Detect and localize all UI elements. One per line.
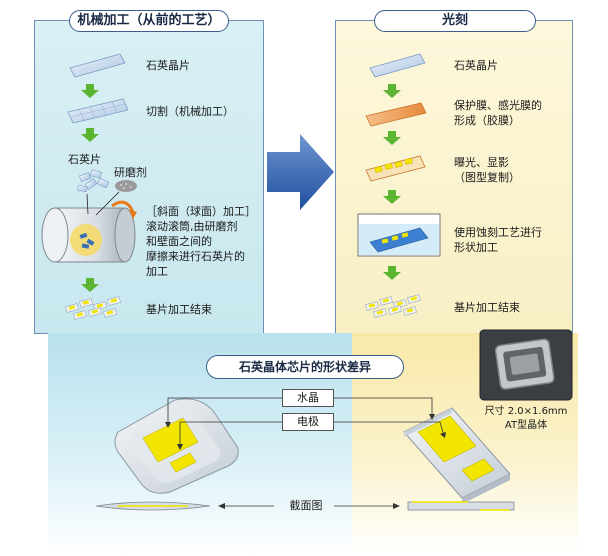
left-step-bevel-line4: 摩擦来进行石英片的 (146, 250, 245, 263)
photolithography-panel-title: 光刻 (374, 10, 536, 32)
abrasive-icon (115, 180, 137, 192)
right-step-film-line2: 形成（胶膜） (454, 114, 520, 127)
mechanical-panel-title: 机械加工（从前的工艺） (69, 10, 229, 32)
left-label-abrasive: 研磨剂 (114, 166, 147, 179)
finished-blanks-icon (65, 296, 121, 320)
left-step-cutting: 切割（机械加工） (146, 105, 234, 118)
mechanical-cross-section-icon (95, 501, 211, 511)
at-crystal-photo (479, 329, 573, 401)
process-arrow-icon (81, 278, 99, 292)
left-step-quartz-wafer: 石英晶片 (146, 59, 190, 72)
right-step-exposure-line1: 曝光、显影 (454, 156, 509, 169)
crystal-label: 水晶 (282, 389, 334, 407)
diced-wafer-icon (67, 98, 129, 124)
photolithography-chip-icon (403, 407, 511, 504)
electrode-label: 电极 (282, 413, 334, 431)
quartz-wafer-icon (69, 53, 126, 78)
left-step-finished: 基片加工结束 (146, 303, 212, 316)
quartz-chips-icon (77, 169, 110, 193)
right-step-film-line1: 保护膜、感光膜的 (454, 99, 542, 112)
callout-lines (167, 397, 445, 448)
etching-bath-icon (357, 213, 441, 257)
process-arrow-icon (383, 266, 401, 280)
pointer-line (86, 193, 89, 215)
exposure-pattern-icon (365, 155, 426, 182)
finished-blanks-icon (365, 294, 421, 318)
crystal-type-text: AT型晶体 (504, 420, 548, 431)
right-step-etching-line1: 使用蚀刻工艺进行 (454, 226, 542, 239)
process-arrow-icon (383, 84, 401, 98)
photolithography-cross-section-icon (407, 501, 515, 511)
quartz-wafer-icon (369, 53, 426, 78)
tumbling-drum-icon (41, 200, 137, 263)
left-step-bevel-line2: 滚动滚筒,由研磨剂 (146, 220, 238, 233)
cross-section-label: 截面图 (289, 499, 323, 512)
left-label-quartz-chip: 石英片 (68, 153, 101, 166)
comparison-title: 石英晶体芯片的形状差异 (206, 355, 404, 379)
crystal-size-text: 尺寸 2.0×1.6mm (484, 406, 568, 417)
big-transition-arrow-icon (267, 134, 334, 210)
left-step-bevel-line3: 和壁面之间的 (146, 235, 212, 248)
right-step-quartz-wafer: 石英晶片 (454, 59, 498, 72)
process-arrow-icon (81, 84, 99, 98)
pointer-line (95, 191, 120, 216)
right-step-exposure-line2: （图型复制） (454, 171, 520, 184)
process-arrow-icon (383, 131, 401, 145)
resist-film-icon (365, 102, 427, 127)
mechanical-chip-icon (114, 398, 239, 494)
right-step-finished: 基片加工结束 (454, 301, 520, 314)
process-arrow-icon (81, 128, 99, 142)
left-step-bevel-line5: 加工 (146, 265, 168, 278)
right-step-etching-line2: 形状加工 (454, 241, 498, 254)
process-arrow-icon (383, 190, 401, 204)
left-step-bevel-line1: ［斜面（球面）加工］ (146, 205, 256, 218)
